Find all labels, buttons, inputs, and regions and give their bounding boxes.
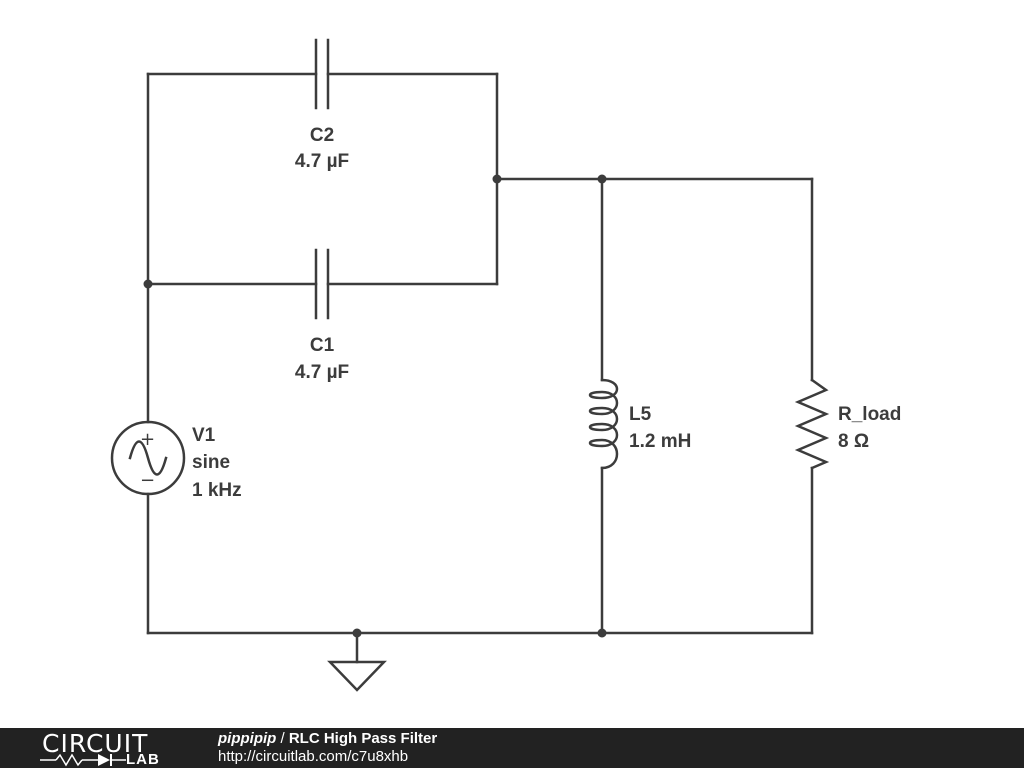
l5-name-label: L5: [629, 404, 652, 425]
junction-node-l5-bottom: [597, 628, 607, 638]
footer-bar: CIRCUIT LAB pippipip / RLC High Pass Fil…: [0, 728, 1024, 768]
source-minus-sign: −: [140, 470, 155, 491]
junction-node-left: [143, 279, 153, 289]
footer-title-line: pippipip / RLC High Pass Filter: [218, 730, 437, 748]
author-link[interactable]: pippipip: [218, 730, 277, 747]
source-plus-sign: +: [140, 429, 155, 450]
capacitor-c2-symbol[interactable]: [314, 38, 330, 110]
inductor-l5-symbol[interactable]: [588, 378, 619, 470]
v1-type-label: sine: [192, 452, 230, 473]
resistor-r-load-symbol[interactable]: [794, 378, 830, 470]
circuit-schematic: + − C2 4.7 µF C1 4.7 µF V1 sine 1 kHz L5…: [110, 38, 901, 692]
junction-node-l5-top: [597, 174, 607, 184]
r-load-value-label: 8 Ω: [838, 431, 869, 452]
circuit-title: RLC High Pass Filter: [288, 730, 438, 747]
circuitlab-logo[interactable]: CIRCUIT LAB: [40, 730, 180, 768]
logo-circuit-text: CIRCUIT: [42, 729, 149, 758]
title-separator: /: [276, 730, 289, 747]
v1-frequency-label: 1 kHz: [192, 480, 242, 501]
junction-node-ground: [352, 628, 362, 638]
v1-name-label: V1: [192, 425, 216, 446]
c2-value-label: 4.7 µF: [295, 151, 349, 172]
capacitor-c1-symbol[interactable]: [314, 248, 330, 320]
ground-symbol[interactable]: [327, 631, 387, 692]
c1-value-label: 4.7 µF: [295, 362, 349, 383]
c2-name-label: C2: [310, 125, 334, 146]
c1-name-label: C1: [310, 335, 335, 356]
circuit-url-link[interactable]: http://circuitlab.com/c7u8xhb: [218, 748, 409, 765]
logo-lab-text: LAB: [126, 751, 160, 768]
r-load-name-label: R_load: [838, 404, 901, 425]
l5-value-label: 1.2 mH: [629, 431, 691, 452]
voltage-source-v1-symbol[interactable]: [110, 420, 186, 496]
junction-node-cap-output: [492, 174, 502, 184]
logo-resistor-diode-icon: [40, 753, 126, 767]
